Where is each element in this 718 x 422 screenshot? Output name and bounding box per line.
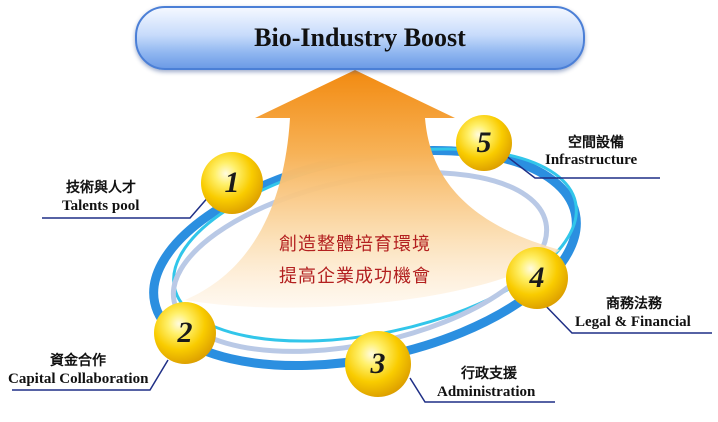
title-banner: Bio-Industry Boost: [135, 6, 585, 70]
callout-line-4: [539, 299, 712, 334]
callout-line-2: [12, 359, 169, 391]
growth-arrow: [185, 70, 560, 308]
number-badge-2: 2: [177, 316, 193, 349]
number-badge-3: 3: [370, 347, 386, 380]
ball-1: [201, 152, 263, 214]
callout-line-1: [42, 194, 211, 219]
item-1-zh: 技術與人才: [66, 180, 136, 196]
center-line-2: 提高企業成功機會: [279, 266, 431, 287]
number-badge-5: 5: [476, 126, 492, 159]
ball-3: [345, 331, 411, 397]
item-3-en: Administration: [437, 384, 536, 400]
number-badge-1: 1: [224, 166, 240, 199]
title: Bio-Industry Boost: [254, 23, 466, 52]
ball-2: [154, 302, 216, 364]
item-1-en: Talents pool: [62, 198, 140, 214]
item-3-zh: 行政支援: [461, 366, 517, 382]
item-5-zh: 空間設備: [568, 135, 624, 151]
number-badge-4: 4: [529, 261, 545, 294]
item-2-en: Capital Collaboration: [8, 371, 149, 387]
center-line-1: 創造整體培育環境: [279, 234, 431, 255]
item-2-zh: 資金合作: [50, 353, 106, 369]
ball-5: [456, 115, 512, 171]
item-4-en: Legal & Financial: [575, 314, 691, 330]
item-5-en: Infrastructure: [545, 152, 638, 168]
callout-line-5: [504, 154, 660, 179]
item-4-zh: 商務法務: [606, 296, 662, 312]
callout-line-3: [409, 377, 555, 403]
ball-4: [506, 247, 568, 309]
